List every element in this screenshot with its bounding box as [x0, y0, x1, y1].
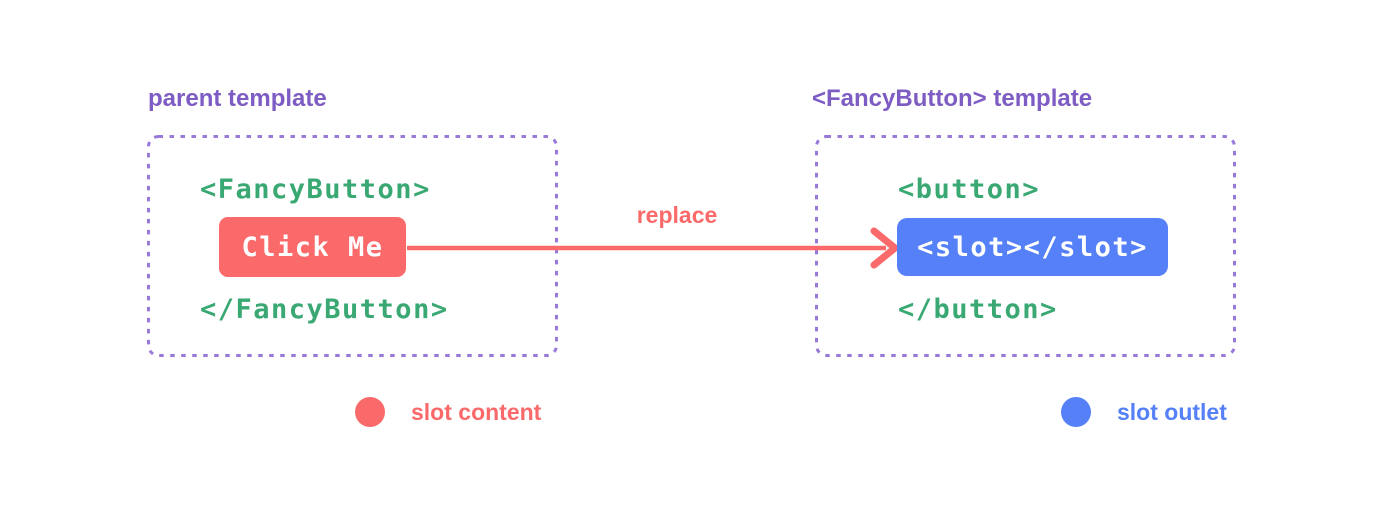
slot-outlet-chip-label: <slot></slot> — [917, 231, 1148, 263]
replace-arrow-head-icon — [870, 227, 899, 269]
slot-content-chip-label: Click Me — [241, 231, 384, 263]
parent-template-title: parent template — [148, 85, 327, 112]
child-template-title: <FancyButton> template — [812, 85, 1093, 112]
fancybutton-close-tag: </FancyButton> — [200, 294, 449, 325]
slot-content-dot-icon — [355, 397, 385, 427]
legend-slot-content: slot content — [355, 397, 541, 427]
slot-outlet-chip: <slot></slot> — [897, 218, 1168, 276]
fancybutton-open-tag: <FancyButton> — [200, 174, 431, 205]
replace-label: replace — [636, 202, 718, 228]
button-close-tag: </button> — [898, 294, 1058, 325]
legend-slot-outlet-label: slot outlet — [1117, 399, 1227, 425]
slot-outlet-dot-icon — [1061, 397, 1091, 427]
legend-slot-content-label: slot content — [411, 399, 542, 425]
slot-content-chip: Click Me — [219, 217, 406, 277]
legend-slot-outlet: slot outlet — [1061, 397, 1227, 427]
button-open-tag: <button> — [898, 174, 1041, 205]
